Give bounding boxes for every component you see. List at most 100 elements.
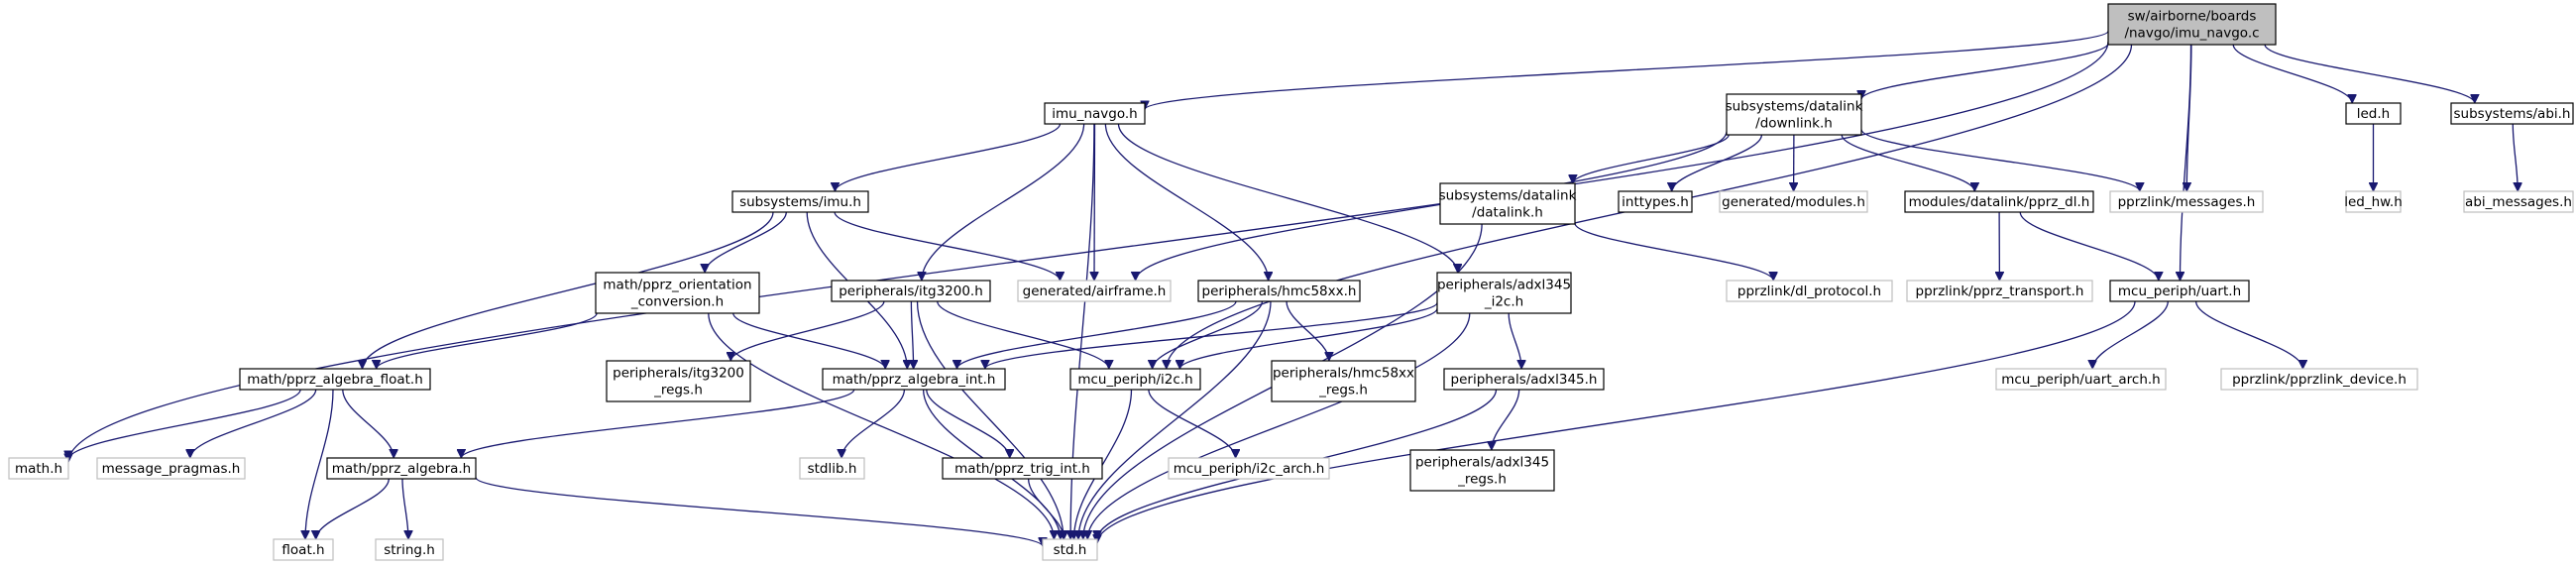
node-box xyxy=(1443,368,1605,391)
node-adxl345-h[interactable]: peripherals/adxl345.h xyxy=(1443,368,1605,391)
node-trig-int-h[interactable]: math/pprz_trig_int.h xyxy=(942,457,1103,480)
edge-adxl_i2c_h-to-i2c_h xyxy=(1179,308,1438,370)
node-label: peripherals/adxl345 xyxy=(1415,455,1549,471)
edge-orient_h-to-alg_float_h xyxy=(377,312,598,370)
node-abi-messages-h: abi_messages.h xyxy=(2463,190,2574,213)
node-label: float.h xyxy=(281,542,324,558)
edge-abi_h-to-abi_messages_h xyxy=(2512,123,2518,191)
edge-downlink_h-to-messages_h xyxy=(1860,129,2140,192)
node-box xyxy=(1726,93,1862,136)
edge-alg_int_h-to-stdlib_h xyxy=(841,389,906,459)
node-label: mcu_periph/uart.h xyxy=(2118,284,2241,299)
node-std-h: std.h xyxy=(1042,538,1098,561)
edge-uart_h-to-pprzlink_device_h xyxy=(2194,300,2303,370)
node-box xyxy=(1017,280,1172,302)
edge-imu_navgo_h-to-adxl_i2c_h xyxy=(1117,123,1458,273)
edge-downlink_h-to-pprz_dl_h xyxy=(1841,134,1974,192)
node-box xyxy=(942,457,1103,480)
edge-orient_h-to-std_h xyxy=(708,312,1055,539)
node-adxl-regs-h[interactable]: peripherals/adxl345_regs.h xyxy=(1409,449,1555,492)
node-label: led.h xyxy=(2357,106,2390,122)
node-i2c-arch-h: mcu_periph/i2c_arch.h xyxy=(1168,457,1330,480)
node-imu-h[interactable]: subsystems/imu.h xyxy=(731,190,869,213)
node-led-hw-h: led_hw.h xyxy=(2344,190,2403,213)
node-label: peripherals/itg3200.h xyxy=(839,284,983,299)
edge-root-to-uart_h xyxy=(2181,44,2192,281)
node-pprz-dl-h[interactable]: modules/datalink/pprz_dl.h xyxy=(1904,190,2094,213)
node-box xyxy=(595,272,760,314)
node-box xyxy=(2450,102,2574,125)
node-dl-protocol-h: pprzlink/dl_protocol.h xyxy=(1726,280,1893,302)
node-box xyxy=(731,190,869,213)
node-adxl-i2c-h[interactable]: peripherals/adxl345_i2c.h xyxy=(1436,272,1572,314)
node-label: pprzlink/messages.h xyxy=(2118,194,2256,210)
edge-alg_h-to-string_h xyxy=(401,478,408,539)
edge-uart_h-to-std_h xyxy=(1097,300,2136,543)
node-label: generated/airframe.h xyxy=(1023,284,1167,299)
edge-itg3200_h-to-std_h xyxy=(916,300,1064,539)
node-box xyxy=(1042,538,1098,561)
node-label: mcu_periph/i2c.h xyxy=(1077,372,1192,388)
node-led-h[interactable]: led.h xyxy=(2345,102,2402,125)
edge-adxl_i2c_h-to-alg_int_h xyxy=(985,301,1438,370)
node-label: math/pprz_algebra_int.h xyxy=(833,372,996,388)
node-box xyxy=(1995,368,2167,391)
node-downlink-h[interactable]: subsystems/datalink/downlink.h xyxy=(1726,93,1863,136)
node-label: peripherals/adxl345 xyxy=(1437,278,1571,293)
node-alg-int-h[interactable]: math/pprz_algebra_int.h xyxy=(822,368,1006,391)
node-messages-h: pprzlink/messages.h xyxy=(2109,190,2264,213)
node-label: _regs.h xyxy=(1457,472,1507,488)
node-box xyxy=(1436,272,1572,314)
edge-alg_float_h-to-math_h xyxy=(68,389,301,460)
node-label: /downlink.h xyxy=(1755,116,1833,132)
node-datalink-h[interactable]: subsystems/datalink/datalink.h xyxy=(1439,182,1577,225)
node-label: math/pprz_orientation xyxy=(603,278,751,293)
node-itg-regs-h[interactable]: peripherals/itg3200_regs.h xyxy=(606,360,751,402)
node-label: string.h xyxy=(384,542,435,558)
node-orient-h[interactable]: math/pprz_orientation_conversion.h xyxy=(595,272,760,314)
node-box xyxy=(1271,360,1416,402)
node-box xyxy=(1726,280,1893,302)
node-float-h: float.h xyxy=(273,538,334,561)
edge-adxl345_h-to-adxl_regs_h xyxy=(1492,389,1520,451)
node-label: _i2c.h xyxy=(1484,294,1523,310)
node-box xyxy=(2463,190,2574,213)
node-label: sw/airborne/boards xyxy=(2128,9,2257,25)
node-alg-float-h[interactable]: math/pprz_algebra_float.h xyxy=(239,368,431,391)
node-i2c-h[interactable]: mcu_periph/i2c.h xyxy=(1069,368,1201,391)
edge-itg3200_h-to-i2c_h xyxy=(937,300,1109,370)
node-root[interactable]: sw/airborne/boards/navgo/imu_navgo.c xyxy=(2107,3,2277,46)
node-inttypes-h[interactable]: inttypes.h xyxy=(1618,190,1693,213)
node-abi-h[interactable]: subsystems/abi.h xyxy=(2450,102,2574,125)
node-label: peripherals/itg3200 xyxy=(613,366,744,382)
edge-alg_int_h-to-trig_int_h xyxy=(926,389,1010,459)
node-box xyxy=(2345,102,2402,125)
node-box xyxy=(1168,457,1330,480)
node-label: _regs.h xyxy=(1318,383,1368,398)
node-imu-navgo-h[interactable]: imu_navgo.h xyxy=(1044,102,1146,125)
node-hmc-regs-h[interactable]: peripherals/hmc58xx_regs.h xyxy=(1271,360,1416,402)
edge-itg3200_h-to-itg_regs_h xyxy=(730,300,885,362)
node-label: inttypes.h xyxy=(1622,194,1689,210)
node-label: pprzlink/pprz_transport.h xyxy=(1916,284,2084,299)
edge-alg_float_h-to-alg_h xyxy=(342,389,393,459)
edges-layer xyxy=(68,30,2518,547)
node-label: subsystems/imu.h xyxy=(739,194,861,210)
edge-imu_h-to-orient_h xyxy=(705,211,787,274)
node-modules-h: generated/modules.h xyxy=(1719,190,1868,213)
node-alg-h[interactable]: math/pprz_algebra.h xyxy=(326,457,477,480)
node-box xyxy=(1069,368,1201,391)
node-box xyxy=(2220,368,2418,391)
node-uart-h[interactable]: mcu_periph/uart.h xyxy=(2109,280,2250,302)
node-itg3200-h[interactable]: peripherals/itg3200.h xyxy=(831,280,991,302)
edge-datalink_h-to-dl_protocol_h xyxy=(1574,222,1773,282)
edge-imu_navgo_h-to-imu_h xyxy=(836,123,1062,192)
edge-imu_h-to-alg_float_h xyxy=(363,211,774,370)
node-box xyxy=(273,538,334,561)
node-label: _regs.h xyxy=(653,383,703,398)
edge-trig_int_h-to-std_h xyxy=(1027,478,1064,540)
edge-alg_float_h-to-float_h xyxy=(305,389,334,539)
node-label: subsystems/datalink xyxy=(1439,188,1577,204)
node-hmc58xx-h[interactable]: peripherals/hmc58xx.h xyxy=(1197,280,1361,302)
